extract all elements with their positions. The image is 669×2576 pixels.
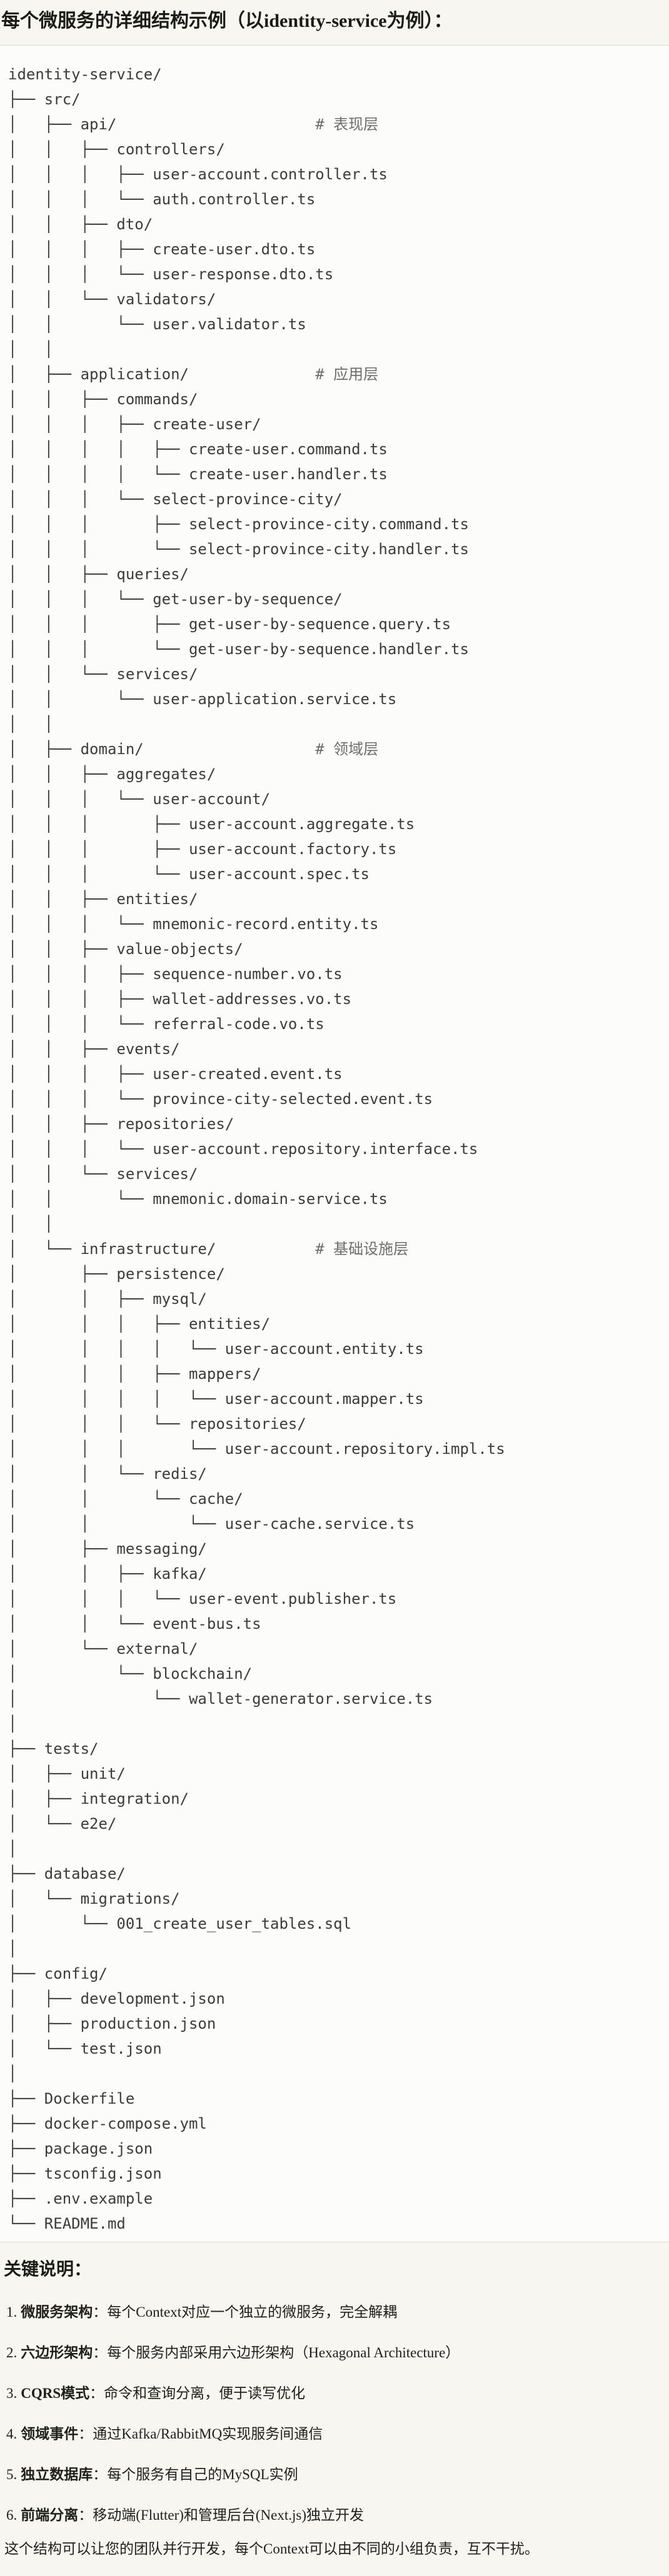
notes-list: 1.微服务架构：每个Context对应一个独立的微服务，完全解耦 2.六边形架构… (0, 2302, 669, 2526)
note-term: 六边形架构 (21, 2345, 93, 2360)
notes-heading: 关键说明： (4, 2260, 92, 2279)
note-number: 3. (6, 2385, 18, 2401)
note-description: ：通过Kafka/RabbitMQ实现服务间通信 (78, 2426, 323, 2442)
note-term: CQRS模式 (21, 2385, 90, 2401)
note-number: 5. (6, 2467, 18, 2482)
list-item: 5.独立数据库：每个服务有自己的MySQL实例 (6, 2464, 669, 2485)
note-term: 前端分离 (21, 2507, 79, 2523)
note-description: ：每个Context对应一个独立的微服务，完全解耦 (93, 2304, 398, 2320)
note-term: 微服务架构 (21, 2304, 93, 2320)
closing-paragraph: 这个结构可以让您的团队并行开发，每个Context可以由不同的小组负责，互不干扰… (4, 2541, 539, 2557)
note-description: ：每个服务有自己的MySQL实例 (93, 2467, 298, 2482)
note-number: 1. (6, 2304, 18, 2320)
list-item: 3.CQRS模式：命令和查询分离，便于读写优化 (6, 2383, 669, 2404)
list-item: 6.前端分离：移动端(Flutter)和管理后台(Next.js)独立开发 (6, 2505, 669, 2526)
note-number: 4. (6, 2426, 18, 2442)
list-item: 1.微服务架构：每个Context对应一个独立的微服务，完全解耦 (6, 2302, 669, 2323)
list-item: 4.领域事件：通过Kafka/RabbitMQ实现服务间通信 (6, 2424, 669, 2445)
list-item: 2.六边形架构：每个服务内部采用六边形架构（Hexagonal Architec… (6, 2342, 669, 2364)
note-number: 2. (6, 2345, 18, 2360)
page-title: 每个微服务的详细结构示例（以identity-service为例）： (1, 11, 453, 31)
note-term: 领域事件 (21, 2426, 79, 2442)
note-description: ：移动端(Flutter)和管理后台(Next.js)独立开发 (78, 2507, 365, 2523)
note-number: 6. (6, 2507, 18, 2523)
note-term: 独立数据库 (21, 2467, 93, 2482)
note-description: ：每个服务内部采用六边形架构（Hexagonal Architecture） (93, 2345, 460, 2360)
directory-tree: identity-service/ ├── src/ │ ├── api/ # … (8, 66, 505, 2232)
code-block: identity-service/ ├── src/ │ ├── api/ # … (0, 45, 669, 2242)
note-description: ：命令和查询分离，便于读写优化 (89, 2385, 306, 2401)
